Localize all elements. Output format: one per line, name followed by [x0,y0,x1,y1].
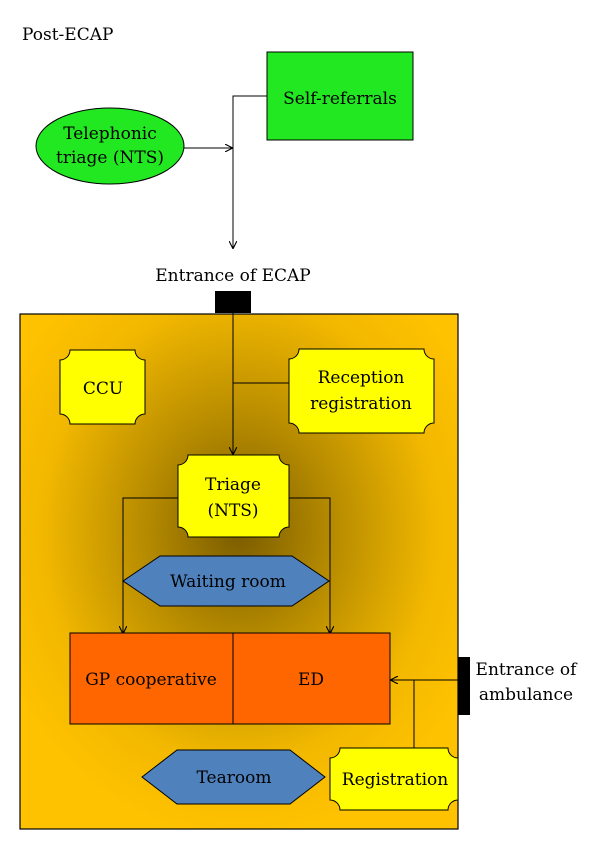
entrance-ecap-label: Entrance of ECAP [155,266,310,286]
telephonic-triage-label-line2: triage (NTS) [56,148,164,168]
waiting-room-label: Waiting room [170,572,286,592]
self-referrals-connector [232,95,267,148]
triage-label-line1: Triage [205,475,261,495]
entrance-ecap-door [215,291,251,313]
ed-box [232,632,391,725]
registration-box [329,747,459,811]
registration-label: Registration [342,770,449,790]
self-referrals-label: Self-referrals [283,89,397,109]
self-referrals-box [266,51,414,141]
gp-cooperative-box [69,632,234,725]
triage-to-gp-arrow [123,497,178,633]
entrance-ambulance-label-line2: ambulance [479,685,573,705]
telephonic-triage-label-line1: Telephonic [63,124,157,144]
diagram-title: Post-ECAP [22,25,113,45]
telephonic-triage-ellipse [35,107,185,185]
ccu-box [59,349,146,425]
tearoom-label: Tearoom [197,768,272,788]
ed-label: ED [298,670,324,690]
reception-label-line2: registration [310,394,412,414]
triage-label-line2: (NTS) [207,501,258,521]
tearoom-hexagon [141,749,326,805]
reception-registration-box [288,348,435,434]
triage-to-ed-arrow [289,497,330,633]
entrance-ambulance-door [458,657,470,715]
triage-box [177,454,290,538]
gp-cooperative-label: GP cooperative [85,670,217,690]
entrance-ambulance-label-line1: Entrance of [476,660,579,680]
waiting-room-hexagon [122,555,330,607]
ccu-label: CCU [83,379,123,399]
reception-label-line1: Reception [318,368,405,388]
